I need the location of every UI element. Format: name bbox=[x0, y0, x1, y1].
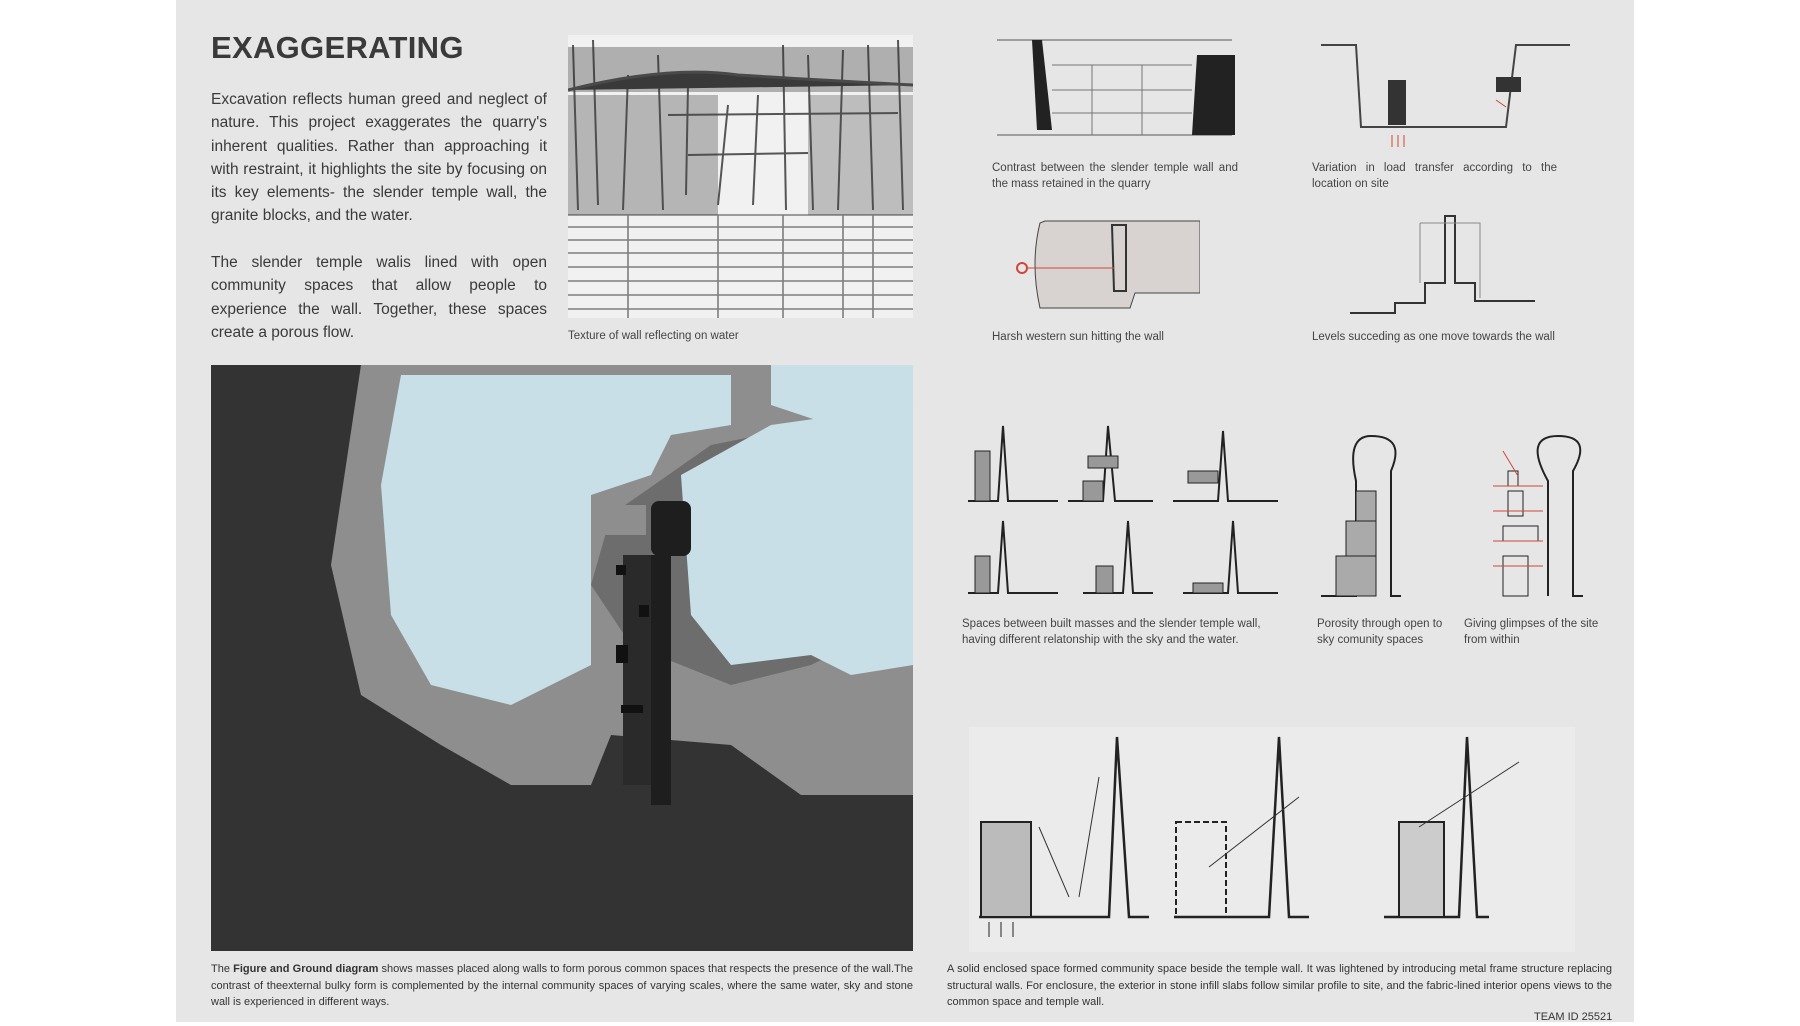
porosity-sketch bbox=[1321, 434, 1401, 597]
levels-sketch bbox=[1350, 215, 1535, 314]
caption-rest: shows masses placed along walls to form … bbox=[211, 963, 913, 1008]
team-id: TEAM ID 25521 bbox=[1534, 1011, 1613, 1023]
built-mass-relationship-sketches bbox=[968, 425, 1278, 594]
caption-prefix: The bbox=[211, 963, 234, 975]
load-transfer-sketch bbox=[1321, 44, 1570, 147]
space-study-caption-3: Giving glimpses of the site from within bbox=[1464, 618, 1599, 646]
glimpses-sketch bbox=[1493, 434, 1583, 597]
intro-paragraph-2: The slender temple walis lined with open… bbox=[211, 254, 547, 341]
site-study-caption-1: Contrast between the slender temple wall… bbox=[992, 162, 1238, 190]
figure-ground-diagram bbox=[211, 365, 913, 951]
section-evolution-caption: A solid enclosed space formed community … bbox=[947, 963, 1612, 1008]
figure-ground-caption: The Figure and Ground diagram shows mass… bbox=[211, 961, 913, 1011]
space-study-caption-2: Porosity through open to sky comunity sp… bbox=[1317, 618, 1443, 646]
texture-sketch-image bbox=[568, 35, 913, 318]
site-study-caption-2: Variation in load transfer according to … bbox=[1312, 162, 1557, 190]
section-evolution-sketches bbox=[969, 727, 1575, 952]
western-sun-sketch bbox=[1016, 220, 1200, 309]
texture-sketch-caption: Texture of wall reflecting on water bbox=[568, 330, 739, 342]
caption-bold-term: Figure and Ground diagram bbox=[233, 963, 379, 975]
space-study-caption-1: Spaces between built masses and the slen… bbox=[962, 618, 1261, 646]
page-title: EXAGGERATING bbox=[211, 30, 464, 65]
site-study-caption-4: Levels succeding as one move towards the… bbox=[1312, 331, 1555, 343]
site-study-caption-3: Harsh western sun hitting the wall bbox=[992, 331, 1164, 343]
intro-paragraph-1: Excavation reflects human greed and negl… bbox=[211, 91, 547, 225]
contrast-sketch bbox=[997, 39, 1235, 136]
